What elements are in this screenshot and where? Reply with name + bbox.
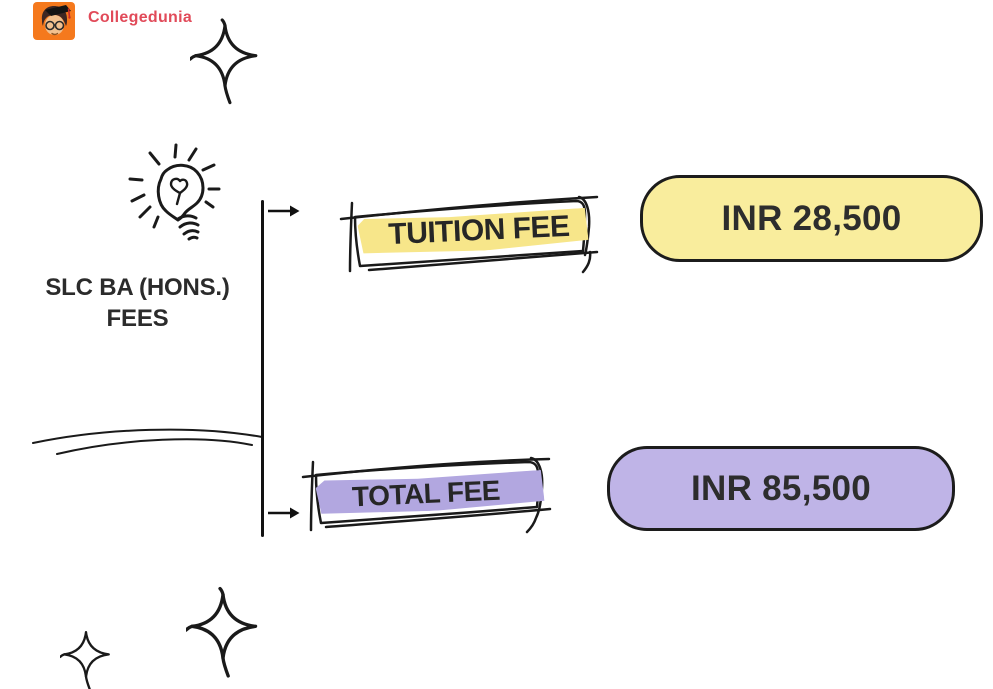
fee-value-tuition: INR 28,500 — [721, 198, 902, 238]
sparkle-icon — [60, 630, 110, 689]
arrow-right-icon — [268, 507, 300, 519]
connector-vertical-line — [261, 200, 264, 537]
fee-value-pill-tuition: INR 28,500 — [640, 175, 983, 262]
page-title: SLC BA (HONS.) FEES — [45, 274, 230, 332]
arrow-right-icon — [268, 205, 300, 217]
label-box-tuition-fee: TUITION FEE — [338, 192, 600, 274]
label-box-total-fee: TOTAL FEE — [300, 452, 552, 534]
mascot-graphic — [41, 5, 71, 36]
lightbulb-doodle-icon — [128, 143, 221, 241]
fee-value-total: INR 85,500 — [690, 468, 872, 508]
sparkle-icon — [186, 586, 258, 678]
collegedunia-logo-icon — [33, 2, 75, 40]
sparkle-icon — [190, 18, 258, 105]
fee-value-pill-total: INR 85,500 — [607, 446, 955, 531]
brand-name: Collegedunia — [88, 9, 193, 26]
underline-doodle — [32, 428, 263, 455]
